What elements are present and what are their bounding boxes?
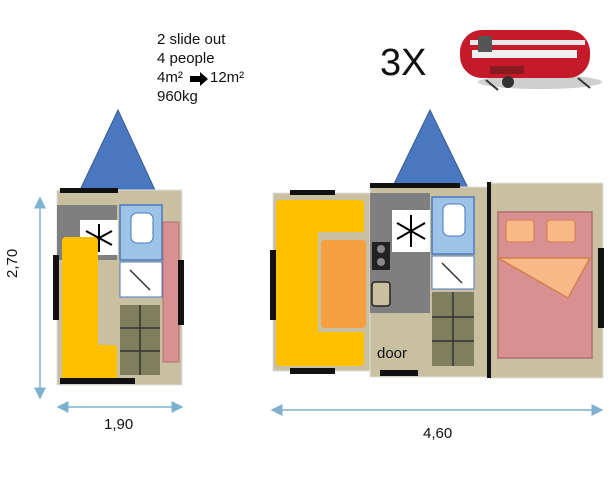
closed-toilet bbox=[130, 212, 154, 244]
pillow-right bbox=[546, 219, 576, 243]
door-label: door bbox=[377, 345, 408, 362]
closed-width-label: 1,90 bbox=[104, 416, 134, 433]
closed-hitch-triangle bbox=[79, 108, 156, 191]
open-hitch-triangle bbox=[391, 108, 469, 189]
open-trailer-plan bbox=[270, 108, 604, 379]
open-walls bbox=[270, 182, 604, 378]
open-width-label: 4,60 bbox=[423, 425, 453, 442]
open-table bbox=[321, 240, 366, 328]
sink-icon bbox=[129, 269, 151, 291]
closed-walls bbox=[53, 188, 184, 384]
pillow-left bbox=[505, 219, 535, 243]
closed-height-label: 2,70 bbox=[4, 248, 21, 278]
folded-blanket bbox=[495, 257, 592, 300]
arrow-right-icon bbox=[190, 72, 208, 86]
spec-area-from: 4m² bbox=[157, 69, 183, 86]
spec-area-to: 12m² bbox=[210, 69, 245, 86]
spec-people: 4 people bbox=[157, 50, 215, 67]
spec-slide-out: 2 slide out bbox=[157, 31, 226, 48]
open-freezer bbox=[392, 210, 430, 252]
snowflake-icon bbox=[396, 215, 426, 247]
open-storage-grid bbox=[432, 292, 474, 366]
closed-trailer-plan bbox=[53, 108, 184, 386]
expansion-label: 3X bbox=[380, 42, 427, 84]
trailer-photo bbox=[460, 30, 602, 91]
closed-sink bbox=[119, 261, 163, 298]
spec-weight: 960kg bbox=[157, 88, 198, 105]
closed-storage-grid bbox=[120, 305, 160, 375]
open-seat-l-shape bbox=[276, 200, 364, 366]
sink-icon bbox=[441, 262, 463, 284]
closed-seat-horizontal bbox=[62, 345, 117, 382]
closed-bed-strip bbox=[162, 221, 180, 363]
open-stove bbox=[371, 242, 391, 307]
open-sink bbox=[431, 255, 475, 290]
open-toilet bbox=[442, 203, 466, 237]
